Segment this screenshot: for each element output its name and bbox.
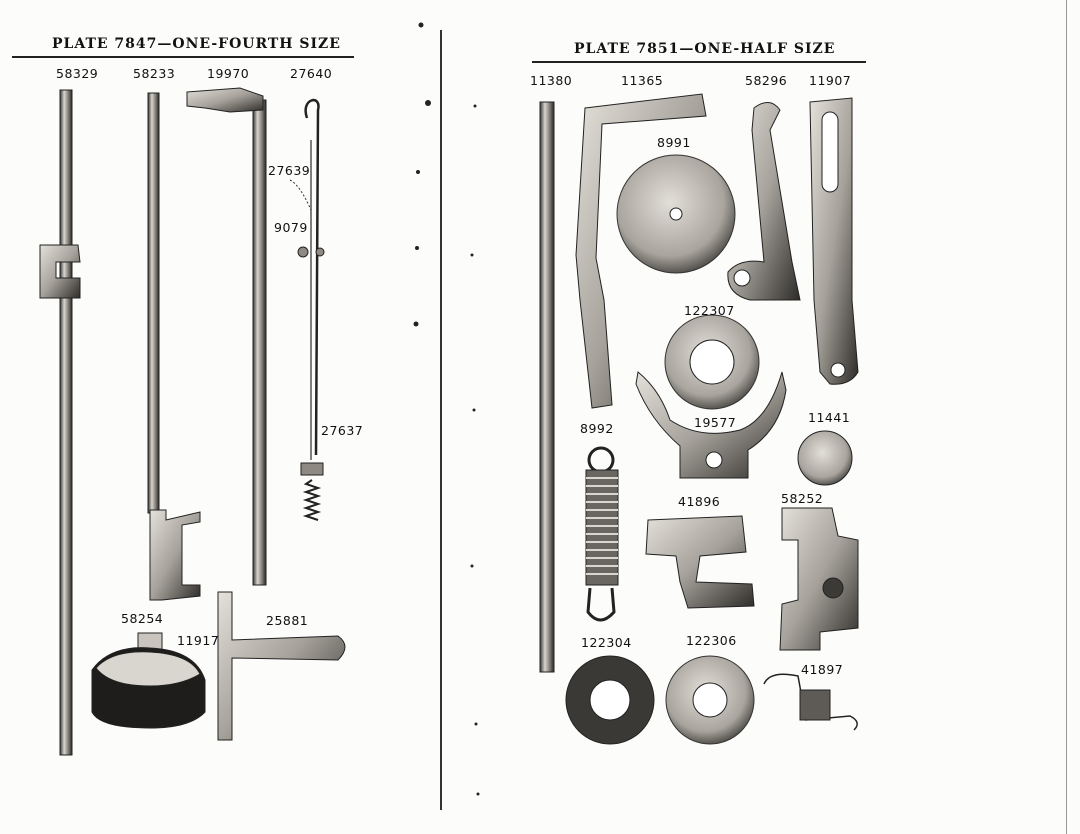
label-58329: 58329 bbox=[56, 66, 99, 81]
part-8991-hole bbox=[669, 207, 683, 221]
part-122306-hole bbox=[692, 682, 728, 718]
part-8992-spring bbox=[585, 446, 619, 622]
part-58254-pad bbox=[91, 632, 206, 729]
label-58252: 58252 bbox=[781, 491, 824, 506]
part-122307-hole bbox=[689, 339, 735, 385]
part-11907-slotted-link bbox=[809, 97, 859, 385]
label-58254: 58254 bbox=[121, 611, 164, 626]
page-gutter bbox=[440, 30, 442, 810]
part-19577-fork-bracket bbox=[635, 371, 787, 479]
label-58233: 58233 bbox=[133, 66, 176, 81]
part-27640-hook-wire bbox=[289, 98, 325, 521]
part-58233-fork-rod bbox=[147, 92, 201, 601]
plate-7851-title: PLATE 7851—ONE-HALF SIZE bbox=[574, 41, 836, 57]
label-9079: 9079 bbox=[274, 220, 308, 235]
part-58296-lever bbox=[727, 102, 801, 301]
gutter-marks bbox=[413, 22, 480, 796]
label-11380: 11380 bbox=[530, 73, 573, 88]
part-58329-shaft bbox=[39, 89, 81, 756]
part-41897-spring-clip bbox=[763, 673, 858, 731]
part-25881-t-handle bbox=[217, 591, 346, 741]
part-41896-t-block bbox=[645, 515, 755, 609]
label-27640: 27640 bbox=[290, 66, 333, 81]
label-11441: 11441 bbox=[808, 410, 851, 425]
label-11907: 11907 bbox=[809, 73, 852, 88]
label-41897: 41897 bbox=[801, 662, 844, 677]
label-58296: 58296 bbox=[745, 73, 788, 88]
plate-7847-title: PLATE 7847—ONE-FOURTH SIZE bbox=[52, 36, 341, 52]
label-8991: 8991 bbox=[657, 135, 691, 150]
part-58252-bracket bbox=[779, 507, 859, 651]
plate-7851-rule bbox=[532, 61, 866, 63]
page-edge bbox=[1066, 0, 1067, 834]
label-122304: 122304 bbox=[581, 635, 632, 650]
label-19970: 19970 bbox=[207, 66, 250, 81]
label-19577: 19577 bbox=[694, 415, 737, 430]
label-27639: 27639 bbox=[268, 163, 311, 178]
plate-7847-rule bbox=[12, 56, 354, 58]
label-122307: 122307 bbox=[684, 303, 735, 318]
part-122304-bearing bbox=[565, 655, 655, 745]
label-122306: 122306 bbox=[686, 633, 737, 648]
label-25881: 25881 bbox=[266, 613, 309, 628]
part-11365-crank bbox=[575, 93, 707, 409]
part-19970-clamp-rod bbox=[186, 87, 267, 586]
part-11380-rod bbox=[539, 101, 555, 673]
part-11441-cap bbox=[797, 430, 853, 486]
label-8992: 8992 bbox=[580, 421, 614, 436]
label-41896: 41896 bbox=[678, 494, 721, 509]
label-11365: 11365 bbox=[621, 73, 664, 88]
label-27637: 27637 bbox=[321, 423, 364, 438]
label-11917: 11917 bbox=[177, 633, 220, 648]
